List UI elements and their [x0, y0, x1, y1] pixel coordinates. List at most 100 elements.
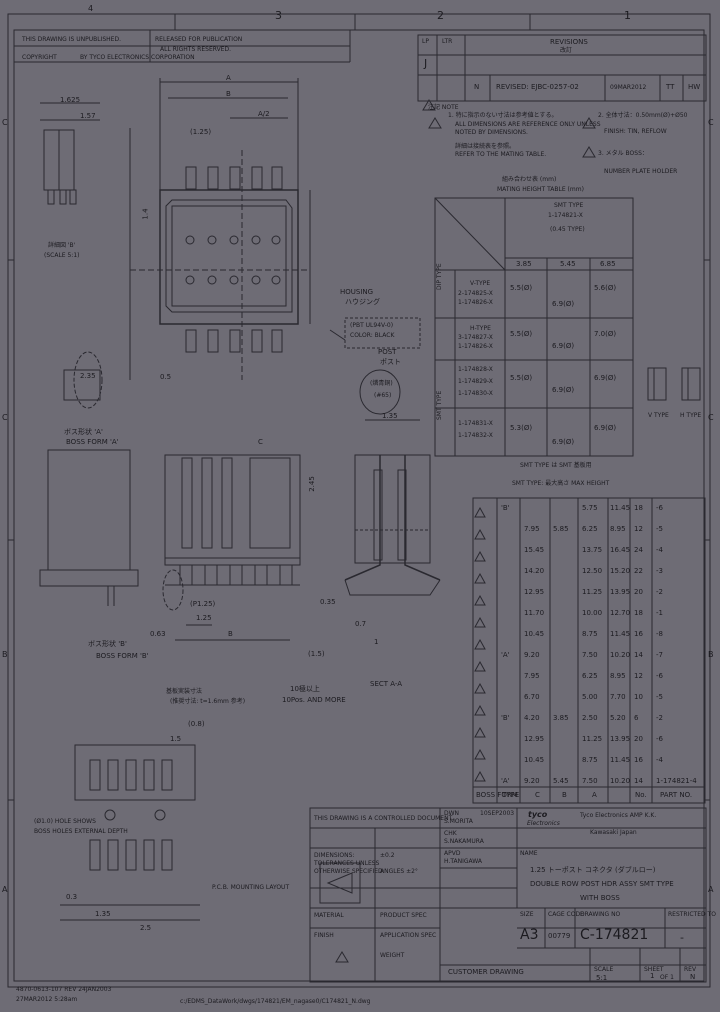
dim-035: 0.35	[320, 598, 336, 606]
mating-row1-v3: 5.6(Ø)	[594, 284, 617, 292]
revisions-apvd: HW	[688, 83, 701, 91]
cage-label: CAGE CODE	[548, 911, 584, 918]
tolerance-4: ±0.2	[380, 852, 395, 859]
dim-25: 2.5	[140, 924, 152, 932]
sect-a-a: SECT A-A	[370, 680, 403, 688]
grid-col-1: 1	[624, 9, 631, 22]
parts-cell-d: 8.95	[610, 525, 626, 533]
tolerance-2: TOLERANCES UNLESS	[314, 860, 380, 867]
parts-cell-c1: 9.20	[524, 651, 540, 659]
dim-15b: 1.5	[170, 735, 182, 743]
dim-1625: 1.625	[60, 96, 81, 104]
company-name: Tyco Electronics AMP K.K.	[580, 812, 657, 819]
mating-group-smt: SMT TYPE	[436, 390, 443, 420]
copyright-note: COPYRIGHT	[22, 54, 57, 61]
parts-cell-pos: 12	[634, 525, 643, 533]
parts-cell-b: 'B'	[501, 504, 510, 512]
mating-col-sub2: (0.45 TYPE)	[550, 226, 585, 233]
parts-cell-c1: 10.45	[524, 756, 545, 764]
size-label: SIZE	[520, 911, 534, 918]
hole-note2: BOSS HOLES EXTERNAL DEPTH	[34, 828, 128, 835]
revisions-lp: LP	[422, 38, 429, 45]
mating-group-dip: DIP TYPE	[436, 263, 443, 290]
parts-cell-c: 6.25	[582, 525, 598, 533]
parts-footer-no: No.	[635, 791, 647, 799]
cage-value: 00779	[548, 932, 571, 940]
mating-row3-v1: 5.5(Ø)	[510, 374, 533, 382]
note-1d: 詳細は接続表を参照。	[455, 143, 516, 150]
parts-cell-c: 5.00	[582, 693, 598, 701]
mating-height-3: 6.85	[600, 260, 616, 268]
sheet-value: 1	[650, 972, 655, 980]
mating-row3-part3: 1-174830-X	[458, 390, 493, 397]
v-type-label: V TYPE	[648, 412, 669, 419]
parts-cell-pos: 14	[634, 777, 643, 785]
revisions-ltr-label: LTR	[442, 38, 453, 45]
released-note: RELEASED FOR PUBLICATION	[155, 36, 243, 43]
note-2a: 2. 全体寸法：0.50mm(Ø)+Ø50	[598, 112, 688, 119]
boss-b-jp: ボス形状 'B'	[88, 640, 127, 648]
housing-color: COLOR: BLACK	[350, 332, 395, 339]
mating-col-sub: 1-174821-X	[548, 212, 583, 219]
parts-cell-c1: 7.95	[524, 525, 540, 533]
parts-cell-d: 11.45	[610, 630, 631, 638]
footer-line-1: 4870-0613-107 REV 24JAN2003	[16, 986, 112, 993]
parts-cell-pn: -6	[656, 504, 663, 512]
parts-cell-c: 7.50	[582, 651, 598, 659]
revisions-desc: REVISED: EJBC-0257-02	[496, 83, 579, 91]
parts-cell-c1: 6.70	[524, 693, 540, 701]
parts-cell-c1: 10.45	[524, 630, 545, 638]
application-spec-label: APPLICATION SPEC	[380, 932, 437, 939]
restricted-value: -	[680, 931, 684, 944]
dim-135: 1.35	[382, 412, 398, 420]
mating-row1-part1: 2-174825-X	[458, 290, 493, 297]
parts-cell-c1: 7.95	[524, 672, 540, 680]
finish-label: FINISH	[314, 932, 334, 939]
parts-cell-c1: 12.95	[524, 588, 545, 596]
note-1b: ALL DIMENSIONS ARE REFERENCE ONLY UNLESS	[455, 121, 601, 128]
dwg-no-label: DRAWING NO	[580, 911, 621, 918]
dim-135-pcb: 1.35	[95, 910, 111, 918]
grid-row-c-right: C	[708, 118, 714, 127]
dim-a2: A/2	[258, 110, 270, 118]
parts-cell-pos: 16	[634, 630, 643, 638]
dim-pitch: 1.25	[196, 614, 212, 622]
tyco-note: BY TYCO ELECTRONICS CORPORATION	[80, 54, 195, 61]
parts-cell-c: 6.25	[582, 672, 598, 680]
hole-note: (Ø1.0) HOLE SHOWS	[34, 818, 96, 825]
dim-pitch-note: (P1.25)	[190, 600, 216, 608]
parts-cell-pn: -2	[656, 714, 663, 722]
parts-cell-c1: 4.20	[524, 714, 540, 722]
mating-height-1: 3.85	[516, 260, 532, 268]
grid-col-2: 2	[437, 9, 444, 22]
parts-cell-pn: -5	[656, 525, 663, 533]
post-jp-label: ポスト	[380, 358, 401, 366]
name-label: NAME	[520, 850, 538, 857]
mating-row3-part1: 1-174828-X	[458, 366, 493, 373]
parts-cell-d: 8.95	[610, 672, 626, 680]
mating-row2-v2: 6.9(Ø)	[552, 342, 575, 350]
pos-label2: 10Pos. AND MORE	[282, 696, 346, 704]
note-3b: NUMBER PLATE HOLDER	[604, 168, 678, 175]
footer-line-2: 27MAR2012 5:28am	[16, 996, 78, 1003]
scale-label: SCALE	[594, 966, 614, 973]
chk-name: S.NAKAMURA	[444, 838, 484, 845]
company-sub: Kawasaki Japan	[590, 829, 637, 836]
mating-row2-label: H-TYPE	[470, 325, 491, 332]
parts-cell-c: 11.25	[582, 735, 603, 743]
parts-cell-pn: -2	[656, 588, 663, 596]
title-line-2: DOUBLE ROW POST HDR ASSY SMT TYPE	[530, 880, 674, 888]
housing-material: (PBT UL94V-0)	[350, 322, 394, 329]
parts-footer-pn: PART NO.	[660, 791, 693, 799]
mating-row4-v2: 6.9(Ø)	[552, 438, 575, 446]
mating-row2-v3: 7.0(Ø)	[594, 330, 617, 338]
parts-cell-c1: 15.45	[524, 546, 545, 554]
parts-cell-b: 'A'	[501, 777, 510, 785]
mating-note-2: SMT TYPE: 最大高さ MAX HEIGHT	[512, 480, 610, 487]
mating-row3-part2: 1-174829-X	[458, 378, 493, 385]
parts-cell-pos: 14	[634, 651, 643, 659]
parts-cell-pn: -8	[656, 630, 663, 638]
parts-footer-b: B	[562, 791, 567, 799]
post-material2: (#65)	[374, 392, 392, 399]
pcb-layout-jp: 基板実装寸法	[166, 688, 203, 695]
